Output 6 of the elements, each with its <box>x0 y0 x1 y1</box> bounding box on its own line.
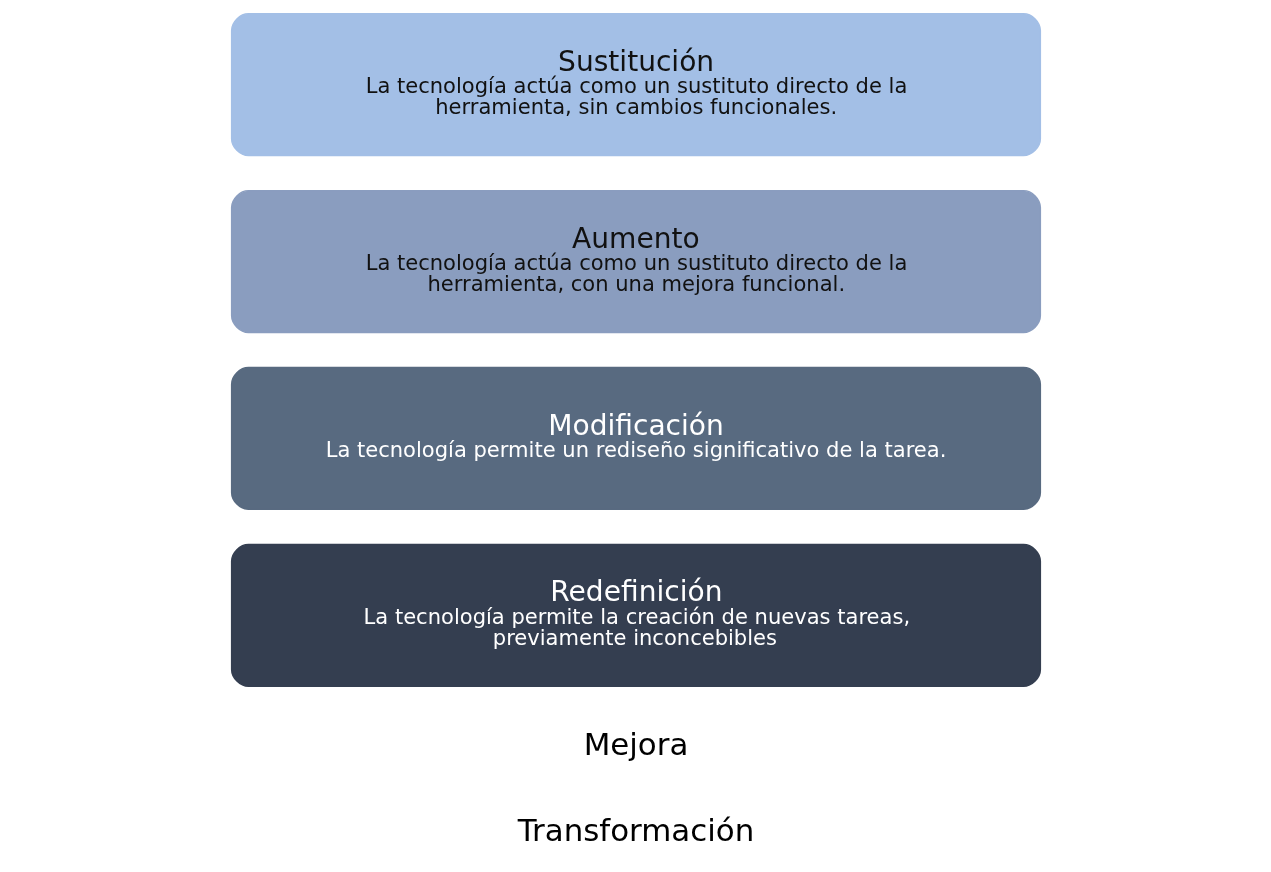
label: Mejora <box>583 726 688 763</box>
node-box: Aumento La tecnología actúa como un sustituto directo de la herramienta, con una mejora funcional. <box>230 189 1041 334</box>
node-box: Redefinición La tecnología permite la creación de nuevas tareas, previamente inconcebibles <box>230 543 1041 687</box>
node-box: Modificación La tecnología permite un rediseño significativo de la tarea. <box>230 366 1041 511</box>
node-box: Sustitución La tecnología actúa como un sustituto directo de la herramienta, sin cambios funcionales. <box>230 13 1041 157</box>
label: Transformación <box>517 811 754 848</box>
